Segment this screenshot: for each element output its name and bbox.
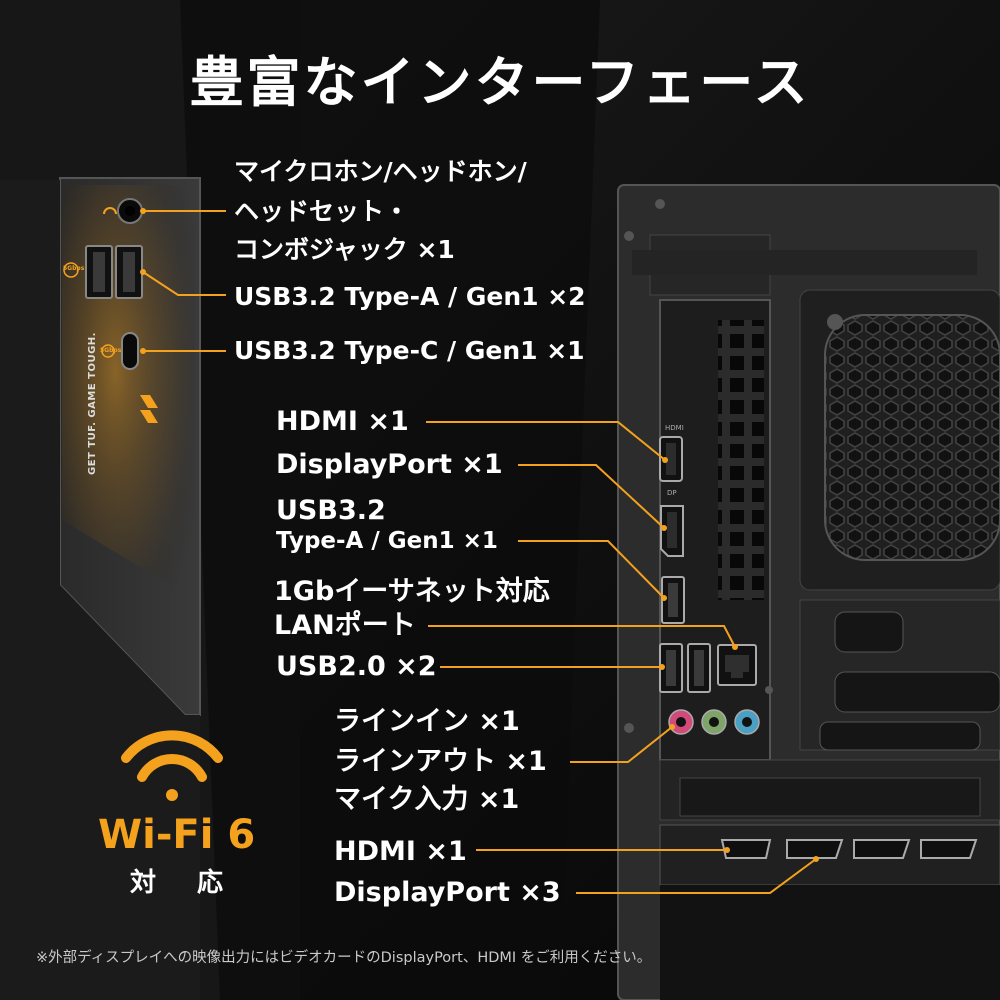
leader-lines [142, 210, 817, 894]
hdmi-mb-label: HDMI ×1 [276, 406, 409, 437]
lan-label: LANポート [274, 610, 416, 641]
usb-speed-badge: 5Gbps [63, 265, 85, 272]
usb32-label: USB3.2 [276, 495, 386, 526]
displayport-gpu-label: DisplayPort ×3 [334, 877, 561, 908]
svg-text:HDMI: HDMI [665, 424, 684, 432]
audio-label: ラインアウト ×1 [334, 746, 547, 777]
hazard-stripes [140, 395, 158, 423]
wifi-label: Wi-Fi 6 [98, 812, 256, 858]
wifi-icon [121, 730, 223, 801]
page-title: 豊富なインターフェース [189, 51, 811, 114]
lan-port-icon [717, 644, 757, 686]
hdmi-port-icon [659, 436, 683, 482]
audio-jack-icon [668, 709, 760, 735]
displayport-icon [660, 505, 684, 557]
usb-a-icon [659, 643, 711, 693]
usb32-label: Type-A / Gen1 ×1 [276, 528, 498, 554]
audio-label: マイク入力 ×1 [334, 784, 520, 815]
displayport-mb-label: DisplayPort ×1 [276, 449, 503, 480]
usb-type-c-label: USB3.2 Type-C / Gen1 ×1 [234, 336, 585, 365]
port-tag-labels: HDMI DP [665, 424, 684, 497]
usb-c-icon [101, 332, 139, 370]
audio-label: ラインイン ×1 [334, 706, 520, 737]
usb-a-icon [63, 245, 143, 299]
combo-jack-label: マイクロホン/ヘッドホン/ [234, 157, 527, 186]
hdmi-gpu-label: HDMI ×1 [334, 836, 467, 867]
usb-a-icon [661, 576, 685, 624]
usb20-label: USB2.0 ×2 [276, 651, 437, 682]
usb-type-a-label: USB3.2 Type-A / Gen1 ×2 [234, 282, 586, 311]
gpu-port-row [720, 839, 978, 859]
footnote: ※外部ディスプレイへの映像出力にはビデオカードのDisplayPort、HDMI… [36, 950, 652, 966]
vertical-slogan: GET TUF. GAME TOUGH. [87, 332, 98, 475]
lan-label: 1Gbイーサネット対応 [274, 576, 550, 607]
combo-jack-label: コンボジャック ×1 [234, 235, 455, 264]
combo-jack-label: ヘッドセット・ [234, 197, 410, 226]
svg-text:DP: DP [667, 489, 677, 497]
wifi-sub-label: 対 応 [130, 868, 240, 898]
usb-speed-badge: 5Gbps [100, 347, 122, 354]
